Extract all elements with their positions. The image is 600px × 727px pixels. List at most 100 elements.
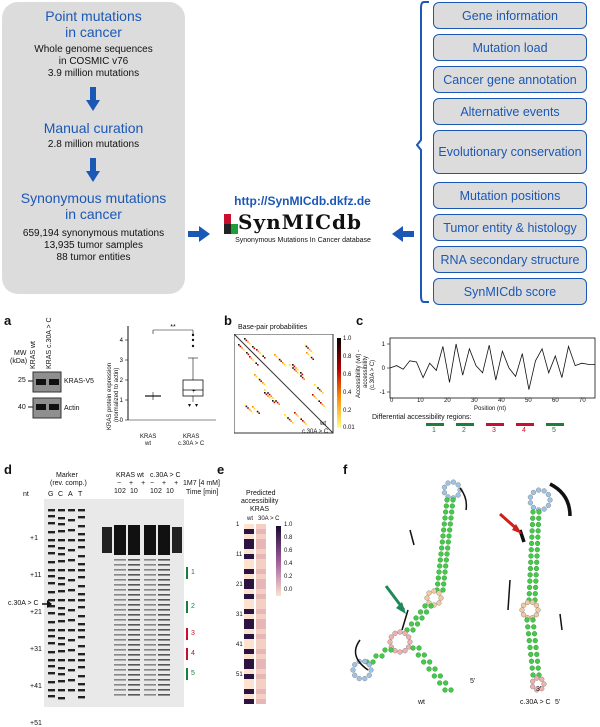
c-x-tick: 40 bbox=[498, 398, 505, 404]
gel-band bbox=[158, 624, 170, 626]
heatmap-cell bbox=[256, 549, 266, 554]
gel-band bbox=[78, 585, 85, 588]
gel-band bbox=[158, 584, 170, 586]
heatmap-row-label: 31 bbox=[236, 612, 243, 618]
nucleotide bbox=[379, 653, 385, 659]
gel-band bbox=[114, 525, 126, 555]
gel-band bbox=[58, 590, 65, 593]
gel-band bbox=[158, 614, 170, 616]
nucleotide bbox=[528, 658, 535, 664]
gel-band bbox=[158, 579, 170, 581]
m40-label: 40 bbox=[18, 404, 26, 411]
gel-band bbox=[68, 529, 75, 532]
nucleotide bbox=[441, 521, 447, 527]
bpp-dot bbox=[282, 362, 284, 364]
feature-box[interactable]: Mutation load bbox=[433, 34, 587, 61]
heatmap-cell bbox=[256, 689, 266, 694]
nucleotide bbox=[533, 578, 539, 584]
bpp-dot bbox=[292, 367, 294, 369]
gel-band bbox=[144, 604, 156, 606]
gel-band bbox=[128, 674, 140, 676]
heatmap-cell bbox=[244, 629, 254, 634]
heatmap-cell bbox=[244, 554, 254, 559]
c-y-tick: 1 bbox=[382, 342, 386, 348]
c-y-tick: 0 bbox=[382, 366, 386, 372]
c-xlabel: Position (nt) bbox=[474, 406, 507, 412]
down-arrow-icon bbox=[86, 87, 100, 111]
feature-box[interactable]: Alternative events bbox=[433, 98, 587, 125]
panel-b-label: b bbox=[224, 313, 232, 328]
nucleotide bbox=[530, 617, 536, 623]
nucleotide bbox=[444, 497, 450, 503]
heatmap-cell bbox=[256, 624, 266, 629]
url-link[interactable]: http://SynMICdb.dkfz.de bbox=[234, 194, 371, 208]
bpp-dot bbox=[302, 420, 304, 422]
nucleotide bbox=[436, 600, 442, 606]
heatmap-cell bbox=[256, 694, 266, 699]
heatmap-cell bbox=[256, 524, 266, 529]
nucleotide bbox=[535, 487, 542, 493]
nucleotide bbox=[528, 559, 534, 565]
heatmap-cell bbox=[256, 654, 266, 659]
logo-text: SynMICdb bbox=[238, 210, 362, 234]
letter-t: T bbox=[78, 491, 83, 498]
heatmap-cell bbox=[256, 649, 266, 654]
feature-box[interactable]: Evolutionary conservation bbox=[433, 130, 587, 174]
nucleotide bbox=[445, 539, 451, 545]
panel-a-label: a bbox=[4, 313, 12, 328]
svg-text:+: + bbox=[192, 389, 196, 395]
bpp-dot bbox=[259, 352, 261, 354]
bpp-scale-6: 0.01 bbox=[343, 425, 355, 431]
time-value: 2 bbox=[158, 488, 162, 495]
nucleotide bbox=[414, 621, 421, 627]
gel-band bbox=[58, 650, 65, 653]
bpp-dot bbox=[324, 406, 327, 409]
heatmap-cell bbox=[244, 654, 254, 659]
nucleotide bbox=[387, 639, 393, 645]
e-title1: Predicted bbox=[246, 490, 276, 497]
gel-band bbox=[58, 607, 65, 610]
nucleotide bbox=[362, 658, 368, 665]
gel-band bbox=[48, 642, 55, 645]
nucleotide bbox=[545, 491, 552, 498]
gel-region-label: 2 bbox=[191, 603, 195, 610]
feature-box[interactable]: SynMICdb score bbox=[433, 278, 587, 305]
heatmap-cell bbox=[256, 664, 266, 669]
c-x-tick: 20 bbox=[444, 398, 451, 404]
feature-box[interactable]: Cancer gene annotation bbox=[433, 66, 587, 93]
gel-band bbox=[114, 569, 126, 571]
bpp-title: Base-pair probabilities bbox=[238, 324, 308, 331]
c-x-tick: 30 bbox=[471, 398, 478, 404]
bpp-scale-4: 0.4 bbox=[343, 390, 352, 396]
c-ylabel2: accessibility bbox=[363, 355, 369, 388]
step1-text1: Whole genome sequences bbox=[34, 44, 153, 55]
region-bar bbox=[456, 423, 474, 426]
gel-band bbox=[114, 604, 126, 606]
gel-band bbox=[58, 673, 65, 676]
feature-box[interactable]: Tumor entity & histology bbox=[433, 214, 587, 241]
nucleotide bbox=[443, 503, 449, 509]
gel-region-bar bbox=[186, 567, 188, 579]
bpp-dot bbox=[283, 363, 286, 366]
gel-band bbox=[128, 659, 140, 661]
bpp-dot bbox=[247, 407, 249, 409]
bpp-dot bbox=[318, 388, 321, 391]
gel-band bbox=[144, 684, 156, 686]
nucleotide bbox=[356, 675, 362, 682]
gel-position: +51 bbox=[30, 720, 42, 727]
bpp-dot bbox=[253, 360, 256, 363]
bpp-dot bbox=[296, 368, 299, 371]
heatmap-row-label: 51 bbox=[236, 672, 243, 678]
feature-box[interactable]: RNA secondary structure bbox=[433, 246, 587, 273]
feature-box[interactable]: Gene information bbox=[433, 2, 587, 29]
nucleotide bbox=[421, 659, 427, 665]
heatmap-cell bbox=[256, 569, 266, 574]
gel-band bbox=[128, 525, 140, 555]
gel-band bbox=[68, 679, 75, 682]
bpp-dot bbox=[263, 383, 266, 386]
bpp-dot bbox=[301, 373, 304, 376]
feature-box[interactable]: Mutation positions bbox=[433, 182, 587, 209]
nucleotide bbox=[438, 595, 444, 601]
nucleotide bbox=[437, 680, 443, 686]
gel-band bbox=[114, 669, 126, 671]
